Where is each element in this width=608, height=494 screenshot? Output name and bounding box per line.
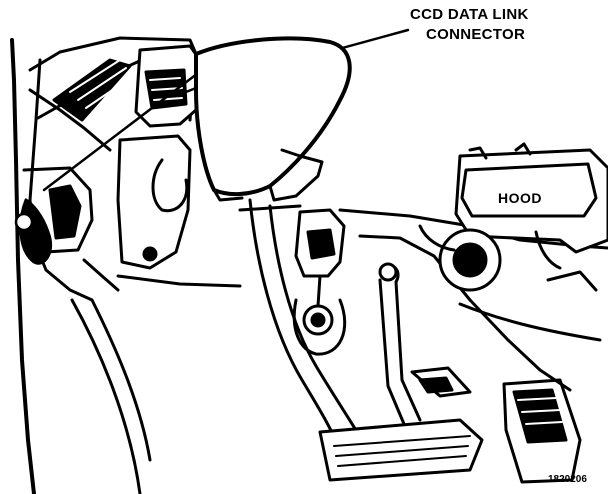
hood-release-handle [420,144,608,290]
callout-label-line-1: CCD DATA LINK [410,6,529,23]
steering-column-shroud [196,38,350,200]
brake-pedal-arm [250,200,362,450]
callout-label-line-2: CONNECTOR [426,26,526,43]
hood-label: HOOD [498,190,542,206]
brake-pedal-pad [320,420,482,480]
accelerator-linkage [380,264,470,424]
ccd-data-link-connector [136,46,200,126]
figure-id: 1820206 [548,474,587,485]
lower-dash-bracket [118,136,240,286]
kick-panel [12,40,150,494]
accelerator-pedal [504,380,580,482]
